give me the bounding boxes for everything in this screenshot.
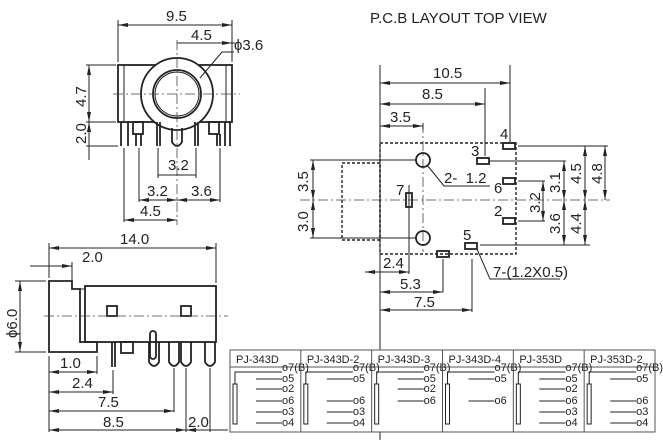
- dim-diameter: ϕ3.6: [234, 37, 263, 54]
- variant-table: PJ-343Do7(B)o5o2o6o3o4PJ-343D-2o7(B)o5o6…: [229, 349, 663, 433]
- dim-1-0: 1.0: [60, 355, 81, 372]
- terminal-label: o5: [565, 373, 577, 385]
- terminal-label: o4: [282, 417, 294, 429]
- pin-4: 4: [500, 126, 508, 143]
- variant-name: PJ-343D: [236, 354, 279, 366]
- ground-line: [376, 371, 424, 384]
- dim-pitch-c: 3.6: [191, 183, 212, 200]
- dim-7-5: 7.5: [98, 394, 119, 411]
- terminal-label: o3: [282, 406, 294, 418]
- variant-cell: PJ-343D-4o7(B)o5 o6: [442, 350, 522, 432]
- dim-7-5: 7.5: [414, 294, 435, 311]
- variant-name: PJ-353D-2: [590, 354, 643, 366]
- ground-line: [588, 371, 637, 384]
- terminal-label: o5: [282, 373, 294, 385]
- dim-4-5: 4.5: [568, 163, 585, 184]
- terminal-label: o2: [424, 383, 436, 395]
- pin-3: 3: [471, 143, 479, 160]
- dim-diameter-6: ϕ6.0: [4, 309, 21, 338]
- terminal-label: o3: [565, 406, 577, 418]
- variant-name: PJ-343D-2: [307, 354, 360, 366]
- terminal-label: o7(B): [565, 362, 592, 374]
- dim-half: 4.5: [191, 27, 212, 44]
- dim-4-4: 4.4: [568, 213, 585, 234]
- hole-note: 2- 1.2: [444, 170, 487, 187]
- pin-6: 6: [494, 180, 502, 197]
- terminal-label: o5: [353, 373, 365, 385]
- dim-2-4: 2.4: [72, 375, 93, 392]
- dim-8-5: 8.5: [422, 86, 443, 103]
- dim-3-5-top: 3.5: [390, 109, 411, 126]
- dim-width: 9.5: [166, 8, 187, 25]
- dim-3-6: 3.6: [547, 213, 564, 234]
- terminal-label: o7(B): [424, 362, 451, 374]
- dim-3-1: 3.1: [547, 172, 564, 193]
- pad-note: 7-(1.2X0.5): [493, 264, 568, 281]
- pin-5: 5: [463, 227, 471, 244]
- dim-height: 4.7: [73, 86, 90, 107]
- terminal-label: o6: [565, 395, 577, 407]
- pin-7: 7: [396, 182, 404, 199]
- dim-3-5-left: 3.5: [295, 171, 312, 192]
- terminal-label: o4: [636, 417, 648, 429]
- ground-line: [447, 371, 495, 384]
- front-view: 9.5 4.5 ϕ3.6 4.7 2.0 3.2 3.2 3.6 4.5: [73, 8, 263, 225]
- dim-3-0-left: 3.0: [295, 211, 312, 232]
- dim-3-2: 3.2: [527, 192, 544, 213]
- dim-8-5: 8.5: [103, 414, 124, 431]
- dim-5-3: 5.3: [400, 276, 421, 293]
- variant-name: PJ-343D-4: [449, 354, 502, 366]
- dim-pin-height: 2.0: [73, 123, 90, 144]
- terminal-label: o4: [565, 417, 577, 429]
- terminal-label: o6: [424, 395, 436, 407]
- terminal-label: o3: [353, 406, 365, 418]
- ground-line: [305, 371, 353, 384]
- pcb-layout: 10.5 8.5 3.5 3.5 3.0 4.5 4.8 3.1 3.2 3.6…: [295, 65, 610, 440]
- terminal-label: o2: [565, 383, 577, 395]
- dim-pitch-d: 4.5: [140, 203, 161, 220]
- ground-line: [234, 371, 282, 384]
- side-view: 14.0 2.0 ϕ6.0 1.0 2.4 7.5 8.5 2.0: [4, 231, 228, 432]
- dim-10-5: 10.5: [433, 65, 462, 82]
- pin-2: 2: [494, 203, 502, 220]
- dim-pitch-a: 3.2: [168, 157, 189, 174]
- terminal-label: o7(B): [636, 362, 663, 374]
- layout-title: P.C.B LAYOUT TOP VIEW: [370, 10, 548, 27]
- dim-4-8: 4.8: [589, 163, 606, 184]
- terminal-label: o5: [495, 373, 507, 385]
- terminal-label: o7(B): [353, 362, 380, 374]
- terminal-label: o7(B): [282, 362, 309, 374]
- terminal-label: o4: [353, 417, 365, 429]
- ground-line: [517, 371, 566, 384]
- dim-2-4: 2.4: [383, 255, 404, 272]
- terminal-label: o6: [353, 395, 365, 407]
- terminal-label: o5: [636, 373, 648, 385]
- terminal-label: o7(B): [495, 362, 522, 374]
- terminal-label: o6: [282, 395, 294, 407]
- terminal-label: o6: [636, 395, 648, 407]
- dim-nose: 2.0: [82, 249, 103, 266]
- terminal-label: o6: [495, 395, 507, 407]
- variant-name: PJ-353D: [519, 354, 562, 366]
- dim-pitch-b: 3.2: [147, 183, 168, 200]
- dim-length: 14.0: [120, 231, 149, 248]
- terminal-label: o3: [636, 406, 648, 418]
- variant-name: PJ-343D-3: [378, 354, 431, 366]
- terminal-label: o2: [282, 383, 294, 395]
- dim-2-0: 2.0: [188, 414, 209, 431]
- terminal-label: o5: [424, 373, 436, 385]
